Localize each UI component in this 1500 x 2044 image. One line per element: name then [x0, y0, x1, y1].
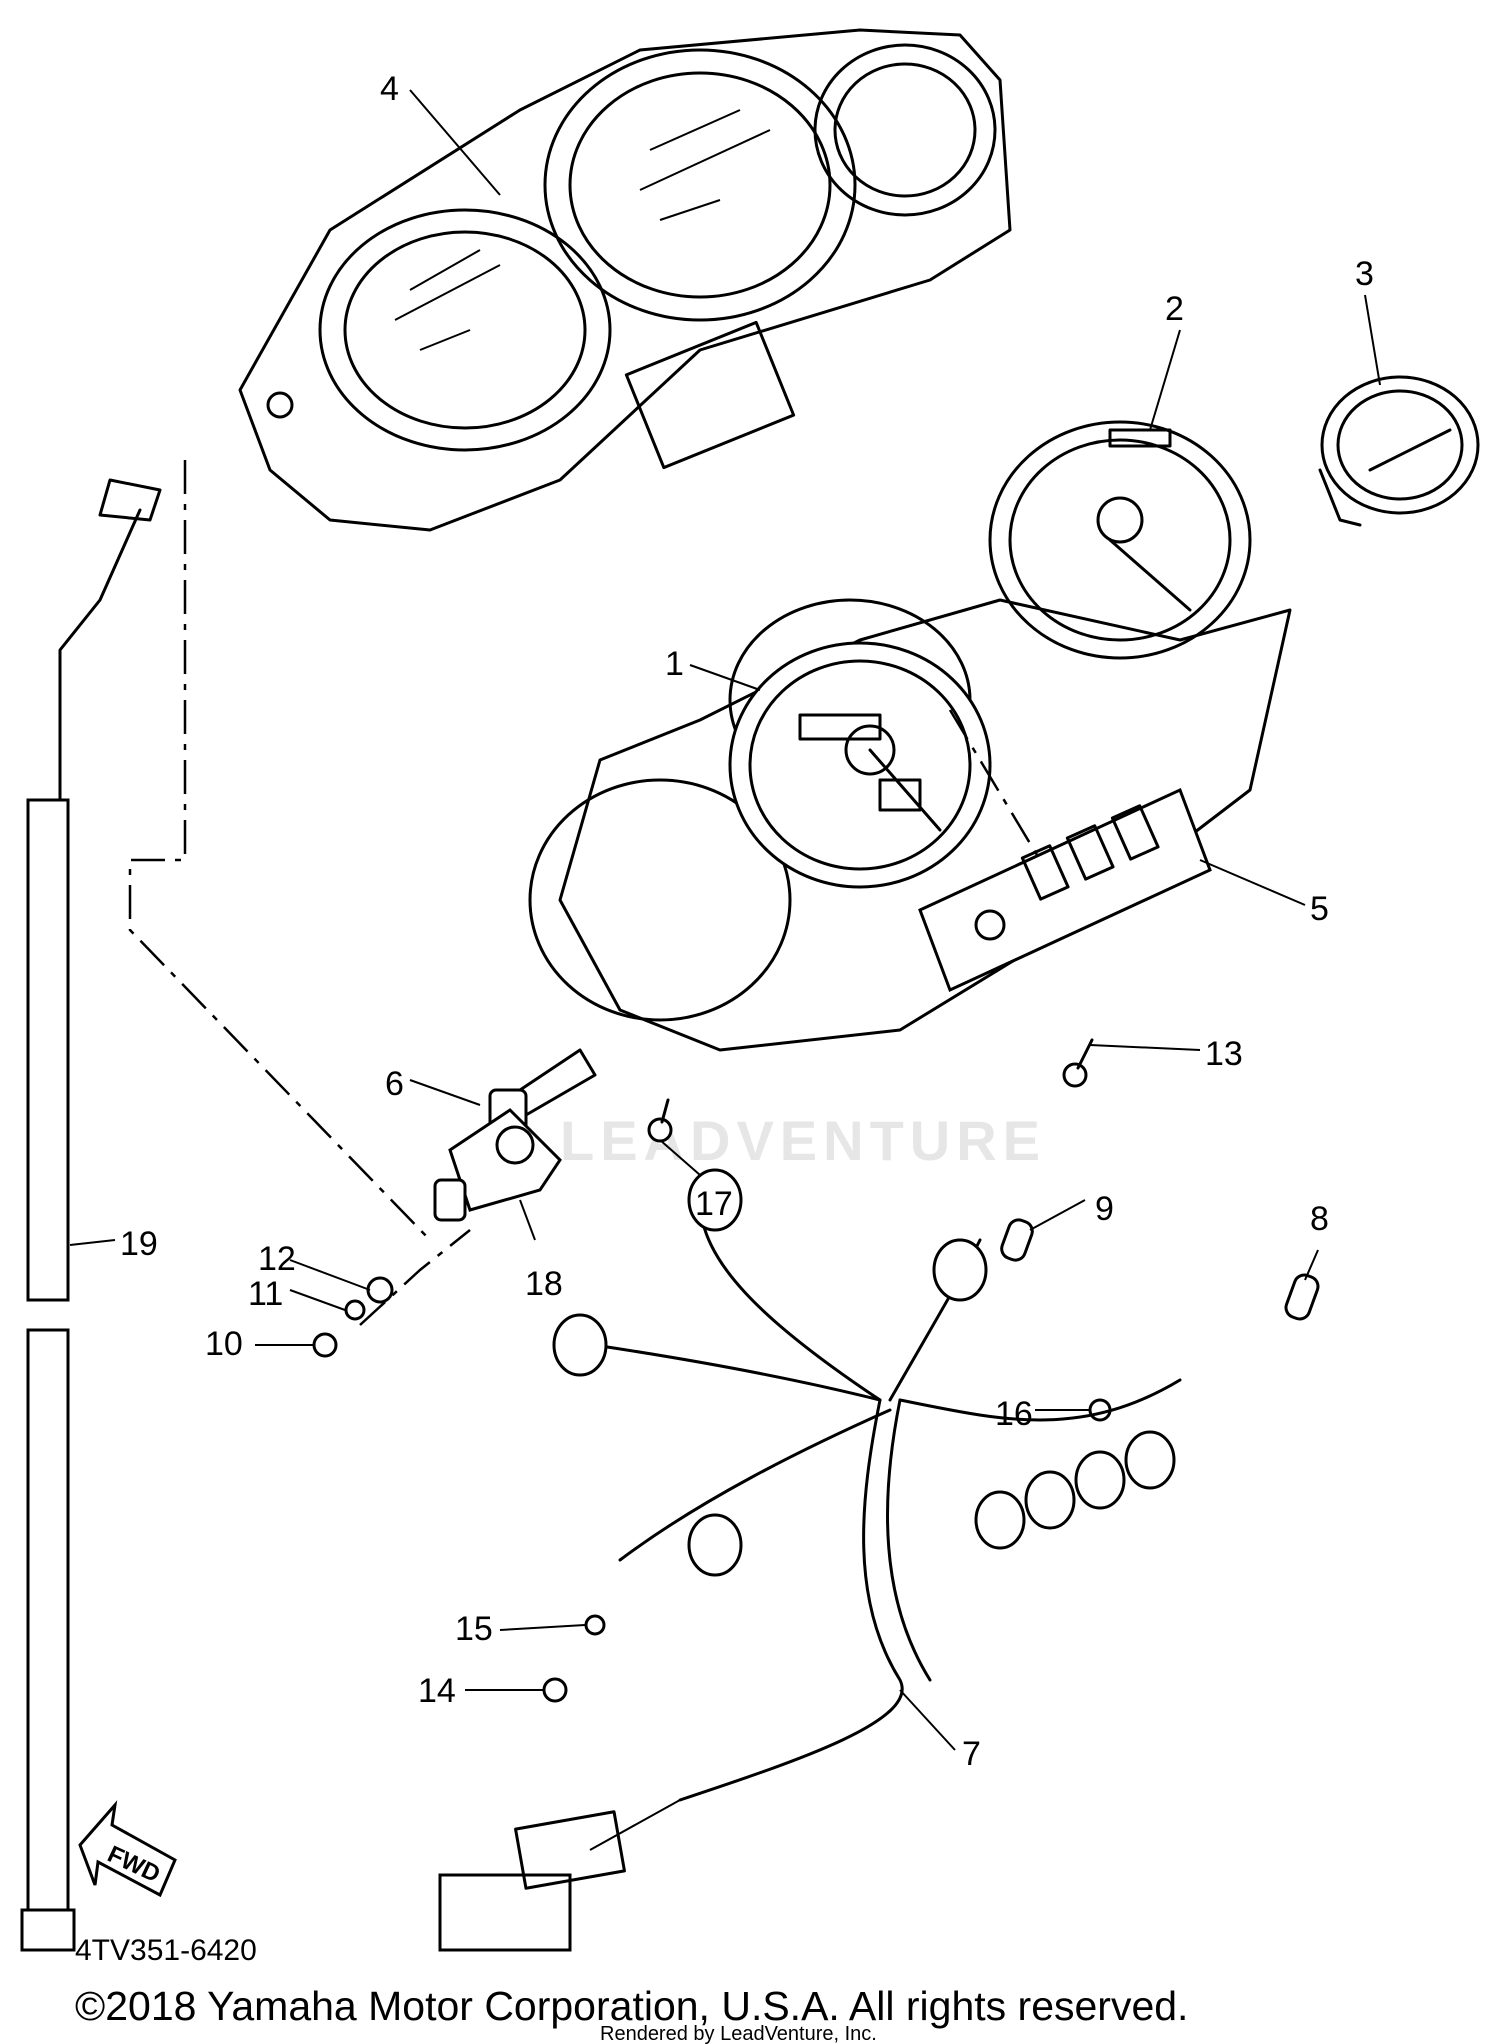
callout-8: 8	[1310, 1200, 1329, 1238]
callout-18: 18	[525, 1265, 563, 1303]
tachometer-part-2	[988, 420, 1252, 660]
callout-4: 4	[380, 70, 399, 108]
callout-7: 7	[962, 1735, 981, 1773]
callout-11: 11	[248, 1275, 283, 1313]
callout-12: 12	[258, 1240, 296, 1278]
nut-part-12	[366, 1276, 394, 1304]
indicator-panel-part-5	[918, 787, 1212, 993]
bulb-part-9	[1000, 1218, 1034, 1262]
routing-line	[128, 460, 431, 1241]
washer-part-11	[344, 1299, 366, 1321]
callout-2: 2	[1165, 290, 1184, 328]
leader-lines	[69, 89, 1381, 1751]
screw-part-10	[312, 1332, 338, 1358]
callout-10: 10	[205, 1325, 243, 1363]
watermark: LEADVENTURE	[560, 1109, 1046, 1172]
callout-9: 9	[1095, 1190, 1114, 1228]
callout-16: 16	[995, 1395, 1033, 1433]
callout-5: 5	[1310, 890, 1329, 928]
forward-direction-arrow: FWD	[78, 1800, 177, 1898]
callout-19: 19	[120, 1225, 158, 1263]
callout-13: 13	[1205, 1035, 1243, 1073]
screw-part-14	[542, 1677, 568, 1703]
meter-cover-part-4	[238, 28, 1012, 532]
callout-1: 1	[665, 645, 684, 683]
small-gauge-part-3	[1318, 375, 1480, 527]
speedometer-part-1	[728, 641, 992, 889]
routing-line	[359, 1229, 471, 1326]
speedometer-cable-part-19	[20, 478, 162, 1952]
screw-part-17	[647, 1098, 673, 1143]
callout-17: 17	[695, 1185, 733, 1223]
copyright-notice: ©2018 Yamaha Motor Corporation, U.S.A. A…	[75, 1983, 1188, 2029]
routing-line	[948, 709, 1042, 861]
diagram-code: 4TV351-6420	[75, 1934, 257, 1967]
callout-6: 6	[385, 1065, 404, 1103]
screw-part-13	[1062, 1038, 1094, 1088]
rendered-by-notice: Rendered by LeadVenture, Inc.	[600, 2023, 877, 2044]
wire-harness-part-7	[438, 1168, 1182, 1952]
gear-unit-part-18	[433, 1108, 562, 1222]
callout-3: 3	[1355, 255, 1374, 293]
bulb-part-8	[1284, 1273, 1320, 1321]
washer-part-15	[584, 1614, 606, 1636]
callout-14: 14	[418, 1672, 456, 1710]
callout-15: 15	[455, 1610, 493, 1648]
